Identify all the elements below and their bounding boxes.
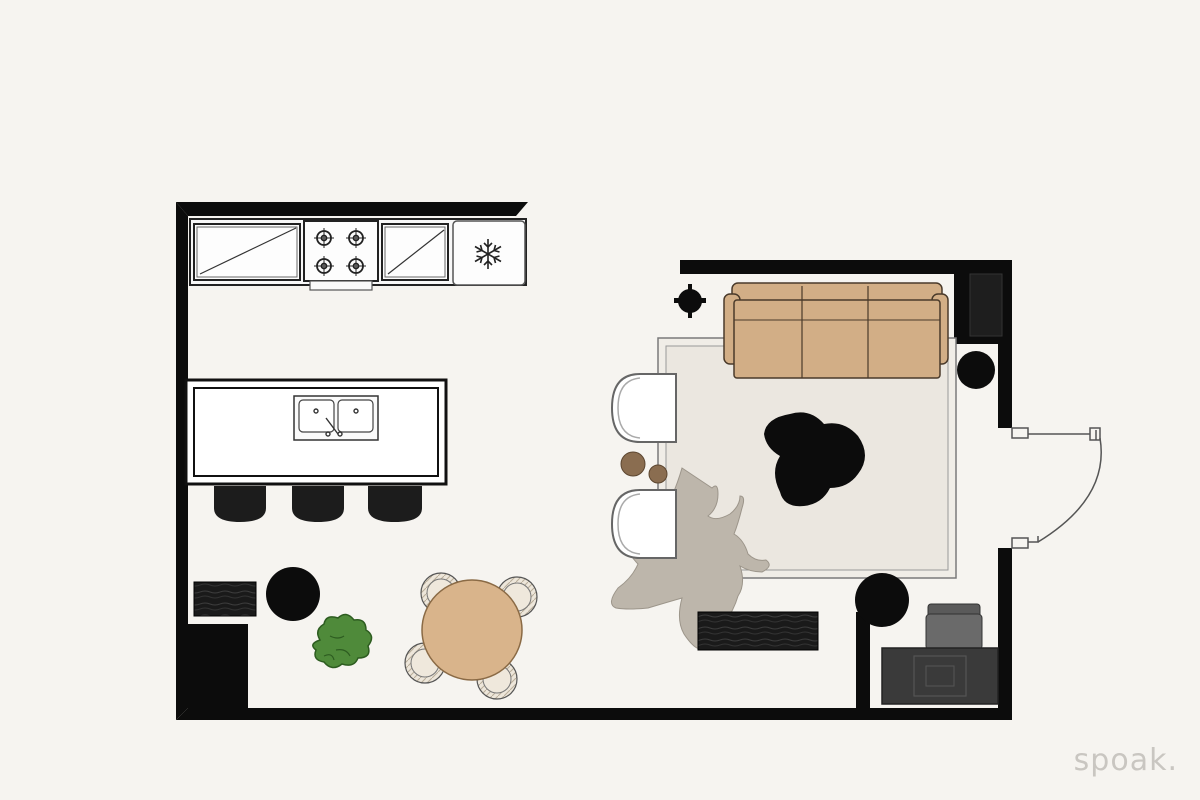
floor-lamp <box>674 284 706 318</box>
accent-chair <box>610 489 677 559</box>
coffee-table <box>697 611 819 651</box>
pouf-stools <box>620 451 668 484</box>
wall-top-right <box>680 260 1012 274</box>
bar-stool <box>214 486 266 522</box>
walls <box>176 202 1012 720</box>
spoak-watermark: spoak. <box>1073 743 1178 778</box>
kitchen-counter <box>189 218 527 291</box>
stove-knob-panel <box>309 280 373 291</box>
wall-top-left <box>176 202 528 216</box>
pouf <box>620 451 646 477</box>
sink-basin-right <box>337 399 374 433</box>
black-side-table <box>957 351 995 389</box>
sofa-seat <box>733 299 941 379</box>
wall-right-lower <box>998 548 1012 708</box>
cabinet-right <box>381 223 449 281</box>
wall-bottom-right <box>856 708 1012 720</box>
entry-door <box>1011 427 1102 549</box>
faucet-icon <box>313 408 359 437</box>
bar-stool <box>368 486 422 522</box>
cabinet-left-diagonal <box>199 227 297 275</box>
potted-plant <box>312 613 373 669</box>
cabinet-right-inner <box>384 226 446 278</box>
black-side-table <box>855 573 909 627</box>
wall-left <box>176 202 188 720</box>
bar-stools <box>214 486 422 522</box>
snowflake-icon <box>474 239 502 269</box>
pouf <box>648 464 668 484</box>
closet-inner <box>969 273 1003 337</box>
wood-bench-left <box>193 581 257 617</box>
wall-bottom <box>176 708 870 720</box>
stove <box>303 220 379 291</box>
stove-body <box>303 220 379 282</box>
dining-set <box>404 572 538 700</box>
black-cowhide-rug <box>764 412 865 507</box>
round-dining-table <box>421 579 523 681</box>
sofa <box>723 282 949 379</box>
stove-burner-icon <box>314 228 366 276</box>
bar-stool <box>292 486 344 522</box>
sink <box>293 395 379 441</box>
desk <box>881 647 999 705</box>
cabinet-left-inner <box>196 226 298 278</box>
wall-partition <box>856 612 870 710</box>
cabinet-right-diagonal <box>387 229 445 275</box>
black-side-table <box>266 567 320 621</box>
desk-chair <box>925 603 983 651</box>
kitchen-island <box>184 378 448 486</box>
wall-column <box>188 624 248 710</box>
accent-chair <box>610 373 677 443</box>
sink-basin-left <box>298 399 335 433</box>
